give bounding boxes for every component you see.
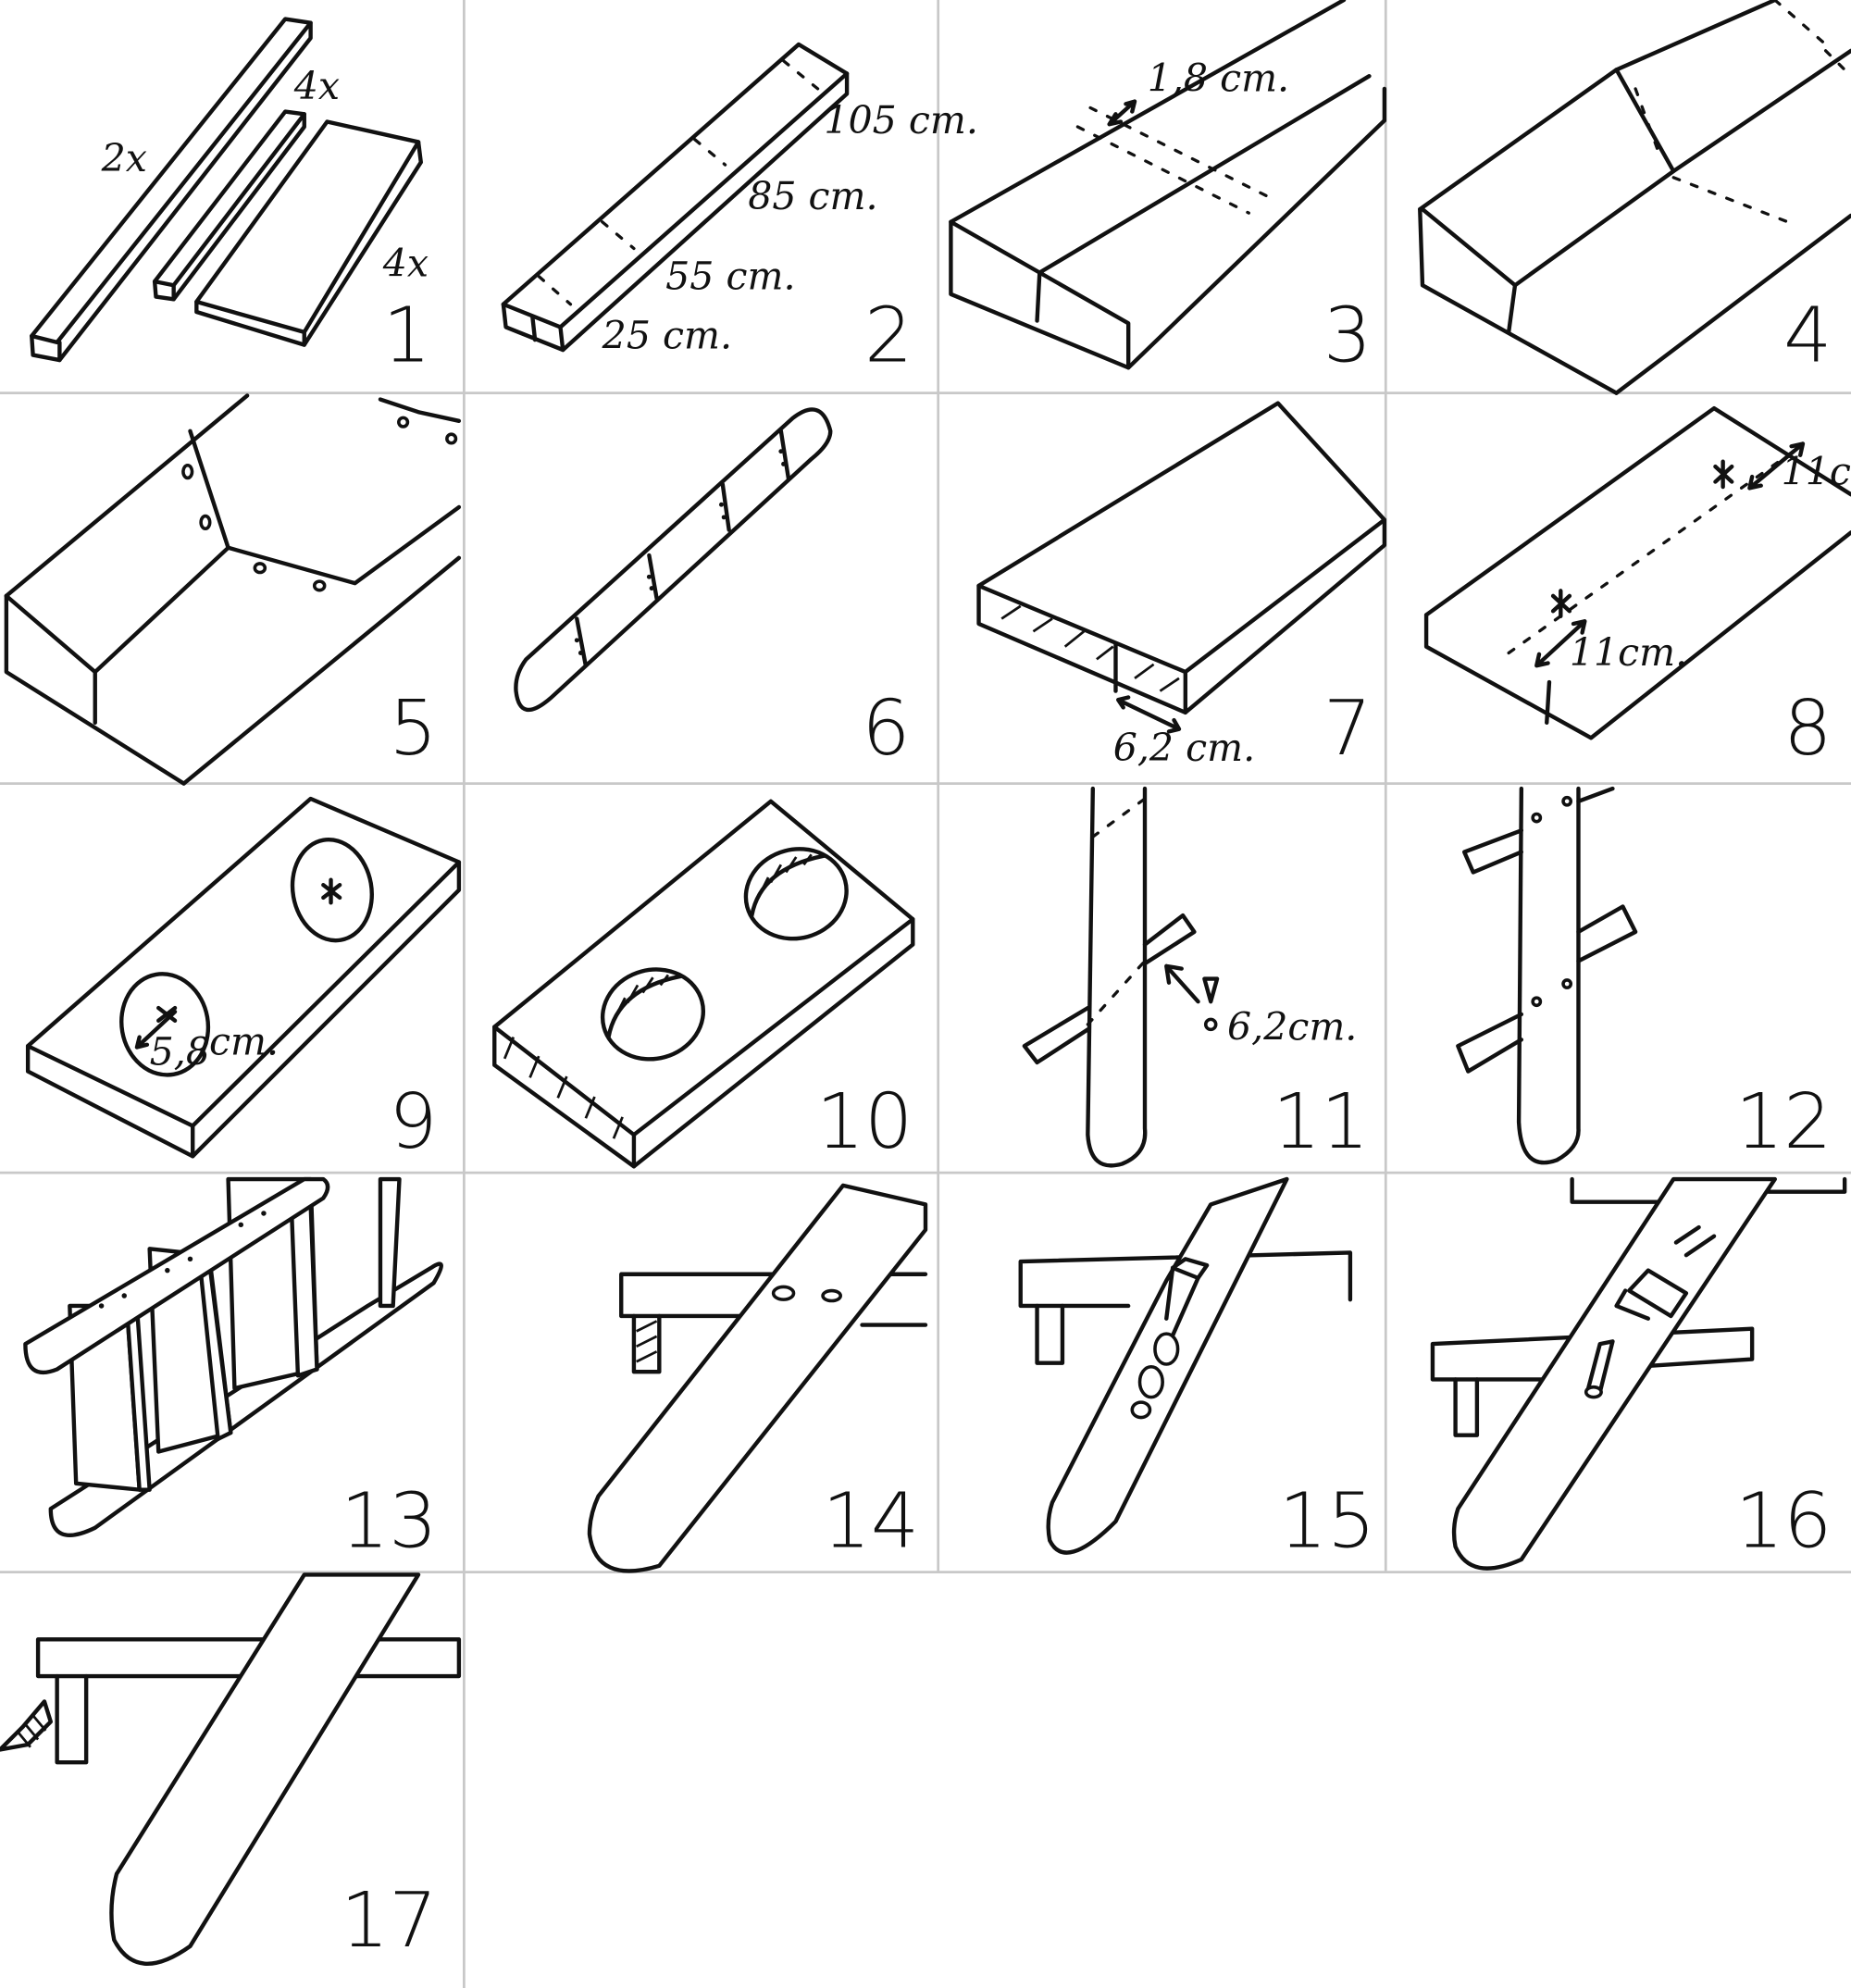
edge-width-label-6-2: 6,2 cm. <box>1113 726 1255 770</box>
panel-14: 14 <box>587 1183 928 1573</box>
panel-1: 2x 4x 4x 1 <box>30 17 431 379</box>
board-closeup-drawing <box>949 0 1387 370</box>
offset-label-top: 11cm. <box>1782 449 1851 493</box>
panel-2: 105 cm. 85 cm. 55 cm. 25 cm. 2 <box>501 42 978 379</box>
step-number-3: 3 <box>1323 292 1372 379</box>
step-number-13: 13 <box>341 1477 438 1565</box>
step-number-8: 8 <box>1783 685 1832 773</box>
panel-6: 6 <box>514 407 911 773</box>
board-edge-drawing <box>976 401 1387 734</box>
panel-10: 10 <box>492 799 915 1169</box>
step-number-15: 15 <box>1279 1477 1376 1565</box>
step-number-5: 5 <box>389 685 437 773</box>
step-number-9: 9 <box>389 1078 437 1166</box>
long-bar-drawing <box>30 17 313 363</box>
assembled-rack-drawing <box>23 1176 443 1537</box>
joint-closeup-drawing <box>587 1183 928 1573</box>
step-number-14: 14 <box>823 1477 920 1565</box>
spacing-label-6-2: 6,2cm. <box>1227 1004 1357 1049</box>
crossbar-placement-drawing <box>1022 786 1220 1168</box>
short-bar-drawing <box>152 109 306 302</box>
length-label-25: 25 cm. <box>602 314 732 358</box>
hole-diameter-value-5-8: 5,8 <box>150 1030 210 1075</box>
board-drawing <box>194 119 423 347</box>
drilled-slots-drawing <box>4 393 462 786</box>
dowels-inserted-drawing <box>1430 1176 1847 1571</box>
panel-8: 11cm. 11cm. 8 <box>1423 405 1851 773</box>
dowel-insertion-drawing <box>1018 1176 1353 1555</box>
thickness-label-1-8: 1,8 cm. <box>1148 56 1289 101</box>
step-number-6: 6 <box>862 685 910 773</box>
panel-11: 6,2cm. 11 <box>1022 786 1370 1168</box>
length-label-55: 55 cm. <box>665 254 795 298</box>
length-label-105: 105 cm. <box>824 98 977 143</box>
panel-17: 17 <box>0 1572 462 1966</box>
panel-13: 13 <box>23 1176 443 1565</box>
step-number-12: 12 <box>1735 1078 1832 1166</box>
step-number-17: 17 <box>341 1877 438 1965</box>
length-label-85: 85 cm. <box>748 174 877 218</box>
step-number-2: 2 <box>864 292 913 379</box>
step-number-4: 4 <box>1783 292 1832 379</box>
panel-16: 16 <box>1430 1176 1847 1571</box>
drilled-holes-drawing <box>492 799 915 1169</box>
step-number-16: 16 <box>1735 1477 1832 1565</box>
panel-3: 1,8 cm. 3 <box>949 0 1387 379</box>
step-number-11: 11 <box>1273 1078 1370 1166</box>
step-number-1: 1 <box>382 292 430 379</box>
panel-15: 15 <box>1018 1176 1376 1565</box>
panel-4: 4 <box>1418 0 1851 395</box>
quantity-label-long-bars: 2x <box>101 136 147 180</box>
marked-bar-drawing <box>501 42 850 353</box>
panel-9: 5,8 cm. 9 <box>25 796 462 1166</box>
center-line-drawing <box>1423 405 1851 740</box>
offset-label-bottom: 11cm. <box>1570 630 1687 675</box>
finishing-drawing <box>0 1572 462 1966</box>
rounded-bar-drawing <box>514 407 833 713</box>
panel-5: 5 <box>4 393 462 786</box>
step-number-7: 7 <box>1323 685 1372 773</box>
crossbars-attached-drawing <box>1456 786 1638 1165</box>
hole-layout-drawing <box>25 796 462 1159</box>
step-number-10: 10 <box>816 1078 913 1166</box>
slot-cuts-drawing <box>1418 0 1851 395</box>
quantity-label-boards: 4x <box>382 242 429 286</box>
quantity-label-short-bars: 4x <box>293 64 340 108</box>
panel-12: 12 <box>1456 786 1832 1166</box>
hole-diameter-unit: cm. <box>209 1020 279 1064</box>
panel-7: 6,2 cm. 7 <box>976 401 1387 773</box>
